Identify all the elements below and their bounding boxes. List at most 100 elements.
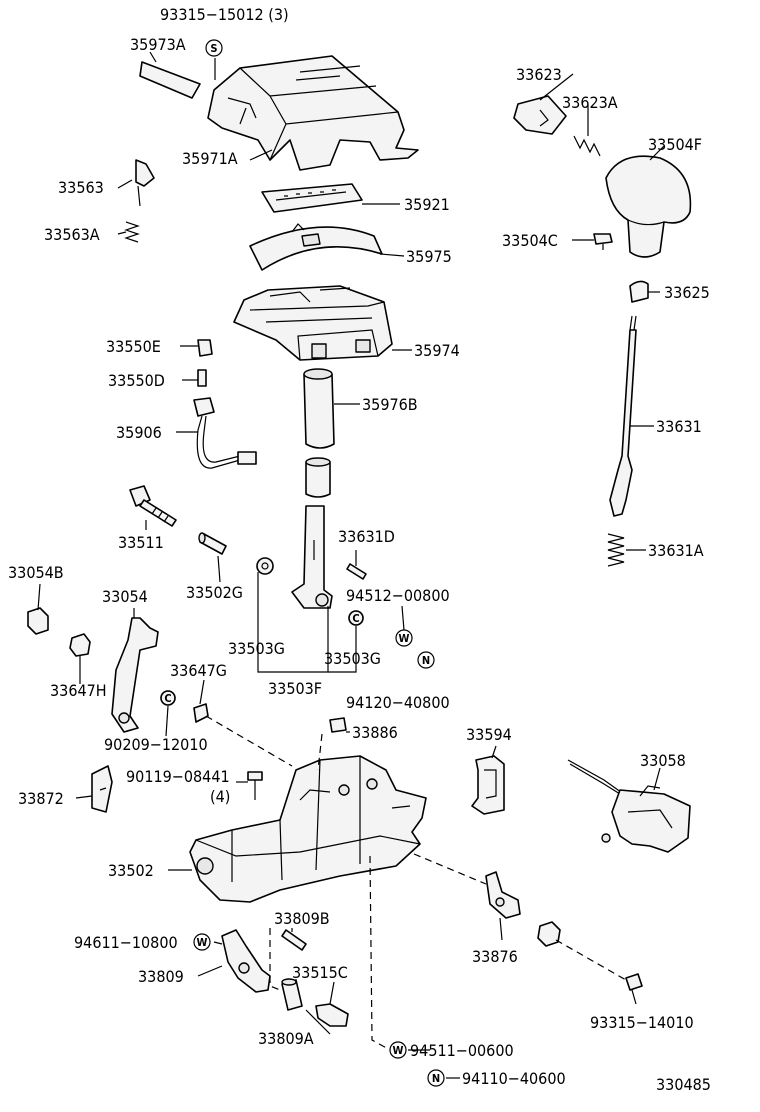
part-33631-rod [609,315,637,517]
part-33504F-knob [605,155,692,258]
part-33563A-spring [124,221,140,243]
part-33563-pin [135,159,155,207]
part-35975-cover [249,223,383,271]
leader-lines [37,51,665,1079]
label-33502G: 33502G [186,583,243,602]
part-35976B-tube [303,368,335,449]
label-90119-08441: 90119−08441 [126,767,230,786]
svg-text:C: C [352,612,359,625]
part-35974-housing [233,285,393,361]
part-33054B-nut [27,607,49,635]
part-90119-bolt [247,771,263,800]
svg-text:S: S [210,42,217,55]
label-33515C: 33515C [292,963,348,982]
label-35971A: 35971A [182,149,238,168]
label-33054B: 33054B [8,563,64,582]
label-35976B: 35976B [362,395,418,414]
label-33504C: 33504C [502,231,558,250]
label-35975: 35975 [406,247,452,266]
svg-text:W: W [197,936,208,949]
label-33550E: 33550E [106,337,161,356]
label-33623A: 33623A [562,93,618,112]
part-33511-bolt [129,485,177,527]
part-nut-right [537,921,561,947]
part-33631D-pin [346,563,367,580]
label-33054: 33054 [102,587,148,606]
label-33511: 33511 [118,533,164,552]
part-33503F-lever [291,457,333,609]
diagram-id: 330485 [656,1075,711,1094]
part-33809-lever [221,929,271,993]
part-33515C-bolt [315,1003,349,1027]
symbol-w-circle-left: W [193,933,211,951]
label-33503F: 33503F [268,679,322,698]
part-33504C-screw [593,233,613,250]
symbol-w-circle-bottom: W [389,1041,407,1059]
label-33625: 33625 [664,283,710,302]
label-33563A: 33563A [44,225,100,244]
svg-text:W: W [393,1044,404,1057]
label-35921: 35921 [404,195,450,214]
label-33809A: 33809A [258,1029,314,1048]
part-33631A-spring [607,533,625,567]
svg-text:N: N [432,1072,440,1085]
part-35971A-housing [207,55,419,171]
part-33647H-bushing [69,633,91,657]
label-94110-40600: 94110−40600 [462,1069,566,1088]
part-33502G-pin [198,532,227,555]
part-33809B-pin [281,929,307,951]
symbol-w-circle-upper: W [395,629,413,647]
part-33054-lever [111,617,159,733]
part-35906-harness [193,397,257,469]
part-33058-cable-assembly [567,759,691,853]
label-35973A: 35973A [130,35,186,54]
label-35906: 35906 [116,423,162,442]
label-90209-12010: 90209−12010 [104,735,208,754]
label-94611-10800: 94611−10800 [74,933,178,952]
part-33594-bracket [471,755,505,815]
label-33809: 33809 [138,967,184,986]
part-33886-clip [329,717,347,733]
label-33563: 33563 [58,178,104,197]
part-33809A-collar [281,978,303,1011]
label-94512-00800: 94512−00800 [346,586,450,605]
part-33550E-bulb [197,339,213,357]
label-33550D: 33550D [108,371,165,390]
svg-text:C: C [164,692,171,705]
label-93315-14010: 93315−14010 [590,1013,694,1032]
label-33631D: 33631D [338,527,395,546]
label-33647H: 33647H [50,681,107,700]
svg-text:N: N [422,654,430,667]
label-93315-15012: 93315−15012 (3) [160,5,289,24]
symbol-n-circle-upper: N [417,651,435,669]
label-94120-40800: 94120−40800 [346,693,450,712]
label-94511-00600: 94511−00600 [410,1041,514,1060]
label-35974: 35974 [414,341,460,360]
symbol-s-circle: S [205,39,223,57]
svg-text:W: W [399,632,410,645]
label-33809B: 33809B [274,909,330,928]
part-33647G-clip [193,703,209,723]
label-33594: 33594 [466,725,512,744]
part-33502-base [189,755,427,903]
label-33876: 33876 [472,947,518,966]
label-33503G-right: 33503G [324,649,381,668]
part-33550D-socket [197,369,207,387]
label-33631A: 33631A [648,541,704,560]
part-33623A-spring [573,135,601,157]
part-33872-bracket [91,765,113,813]
part-93315-14010-bolt [625,973,643,991]
label-90119-qty: (4) [210,787,230,806]
symbol-c-circle-lower: C [160,690,176,706]
label-33886: 33886 [352,723,398,742]
part-35921-plate [261,183,363,213]
label-33647G: 33647G [170,661,227,680]
symbol-markers: S C W N C W W N [160,39,445,1087]
label-33631: 33631 [656,417,702,436]
label-33502: 33502 [108,861,154,880]
part-33503G-bushing-left [256,557,274,575]
part-35973A-bar [139,61,201,99]
symbol-c-circle-upper: C [348,610,364,626]
part-33625-cap [629,280,649,303]
